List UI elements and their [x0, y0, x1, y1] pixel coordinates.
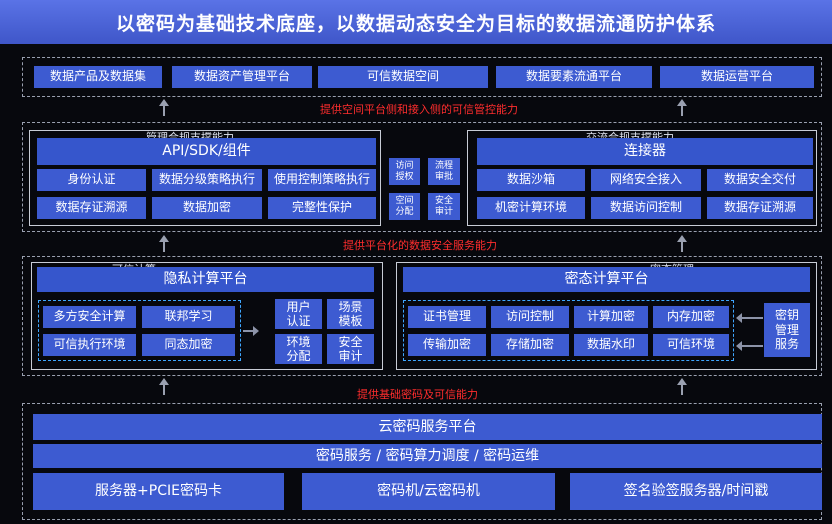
key-management-service: 密钥 管理 服务 — [764, 303, 810, 357]
cell-secure-delivery: 数据安全交付 — [707, 169, 813, 191]
layer2-left-frame — [29, 130, 381, 226]
cell-mpc: 多方安全计算 — [43, 306, 136, 328]
crypto-services-bar: 密码服务 / 密码算力调度 / 密码运维 — [33, 444, 822, 468]
cell-grading-policy: 数据分级策略执行 — [152, 169, 262, 191]
app-circulation-platform: 数据要素流通平台 — [496, 66, 652, 88]
layer3-right-cut-title: 密态管理 — [650, 263, 694, 270]
app-data-products: 数据产品及数据集 — [34, 66, 162, 88]
cell-integrity: 完整性保护 — [268, 197, 376, 219]
api-sdk-header: API/SDK/组件 — [37, 138, 376, 165]
app-operation-platform: 数据运营平台 — [660, 66, 814, 88]
arrow-stem-2a — [163, 240, 165, 252]
hline-key-service-bottom — [741, 345, 763, 347]
hw-crypto-machine: 密码机/云密码机 — [302, 473, 555, 510]
cell-data-sandbox: 数据沙箱 — [477, 169, 585, 191]
cell-evidence-trace-right: 数据存证溯源 — [707, 197, 813, 219]
connector-header: 连接器 — [477, 138, 813, 165]
hw-server-pcie: 服务器+PCIE密码卡 — [33, 473, 284, 510]
side-security-audit: 安全 审计 — [327, 334, 374, 364]
cell-cert-mgmt: 证书管理 — [408, 306, 486, 328]
layer3-right-frame — [396, 262, 817, 370]
layer3-left-frame — [31, 262, 383, 370]
cell-data-encryption: 数据加密 — [152, 197, 262, 219]
arrow-right-privacy — [253, 326, 259, 336]
cell-homomorphic: 同态加密 — [142, 334, 235, 356]
app-asset-management: 数据资产管理平台 — [172, 66, 312, 88]
side-user-auth: 用户 认证 — [275, 299, 322, 329]
arrow-stem-3b — [681, 383, 683, 395]
side-env-allocation: 环境 分配 — [275, 334, 322, 364]
cell-data-watermark: 数据水印 — [574, 334, 648, 356]
cipher-platform-header: 密态计算平台 — [403, 267, 810, 292]
arrow-up-3a — [159, 378, 169, 385]
layer3-frame — [22, 256, 822, 376]
arrow-left-key-service-bottom — [736, 341, 742, 351]
cell-evidence-trace: 数据存证溯源 — [37, 197, 146, 219]
mid-security-audit: 安全 审计 — [428, 193, 460, 220]
mid-space-allocation: 空间 分配 — [389, 193, 420, 220]
layer3-left-cut-title: 可信计算 — [112, 263, 156, 270]
layer2-right-frame — [467, 130, 817, 226]
side-scene-template: 场景 模板 — [327, 299, 374, 329]
arrow-up-2a — [159, 235, 169, 242]
arrow-stem-3a — [163, 383, 165, 395]
mid-access-auth: 访问 授权 — [389, 158, 420, 185]
arrow-up-3b — [677, 378, 687, 385]
arrow-up-1b — [677, 99, 687, 106]
privacy-grid-frame — [38, 300, 241, 361]
app-trusted-space: 可信数据空间 — [318, 66, 488, 88]
hw-signature-server: 签名验签服务器/时间戳 — [570, 473, 822, 510]
arrow-left-key-service-top — [736, 313, 742, 323]
arrow-up-2b — [677, 235, 687, 242]
top-apps-frame — [22, 57, 822, 97]
capability-label-1: 提供空间平台侧和接入侧的可信管控能力 — [320, 103, 518, 116]
capability-label-2: 提供平台化的数据安全服务能力 — [343, 239, 497, 252]
hline-privacy — [243, 330, 254, 332]
cell-access-control: 访问控制 — [491, 306, 569, 328]
privacy-platform-header: 隐私计算平台 — [37, 267, 374, 292]
cell-compute-encryption: 计算加密 — [574, 306, 648, 328]
arrow-stem-2b — [681, 240, 683, 252]
cell-trusted-env: 可信环境 — [653, 334, 729, 356]
capability-label-3: 提供基础密码及可信能力 — [357, 388, 478, 401]
cloud-crypto-platform: 云密码服务平台 — [33, 414, 822, 440]
arrow-up-1a — [159, 99, 169, 106]
arrow-stem-1b — [681, 104, 683, 116]
cipher-grid-frame — [403, 300, 734, 361]
cell-data-access-control: 数据访问控制 — [591, 197, 701, 219]
cell-transport-encryption: 传输加密 — [408, 334, 486, 356]
arrow-stem-1a — [163, 104, 165, 116]
layer2-frame — [22, 122, 822, 232]
cell-usage-policy: 使用控制策略执行 — [268, 169, 376, 191]
cell-memory-encryption: 内存加密 — [653, 306, 729, 328]
cell-storage-encryption: 存储加密 — [491, 334, 569, 356]
layer2-left-cut-title: 管理合规支撑能力 — [146, 131, 234, 138]
cell-tee: 可信执行环境 — [43, 334, 136, 356]
cell-federated-learning: 联邦学习 — [142, 306, 235, 328]
cell-network-access: 网络安全接入 — [591, 169, 701, 191]
cell-confidential-computing: 机密计算环境 — [477, 197, 585, 219]
hline-key-service-top — [741, 317, 763, 319]
page-title: 以密码为基础技术底座，以数据动态安全为目标的数据流通防护体系 — [0, 0, 832, 44]
mid-process-approval: 流程 审批 — [428, 158, 460, 185]
layer2-right-cut-title: 交流合规支撑能力 — [586, 131, 674, 138]
cell-identity-auth: 身份认证 — [37, 169, 146, 191]
